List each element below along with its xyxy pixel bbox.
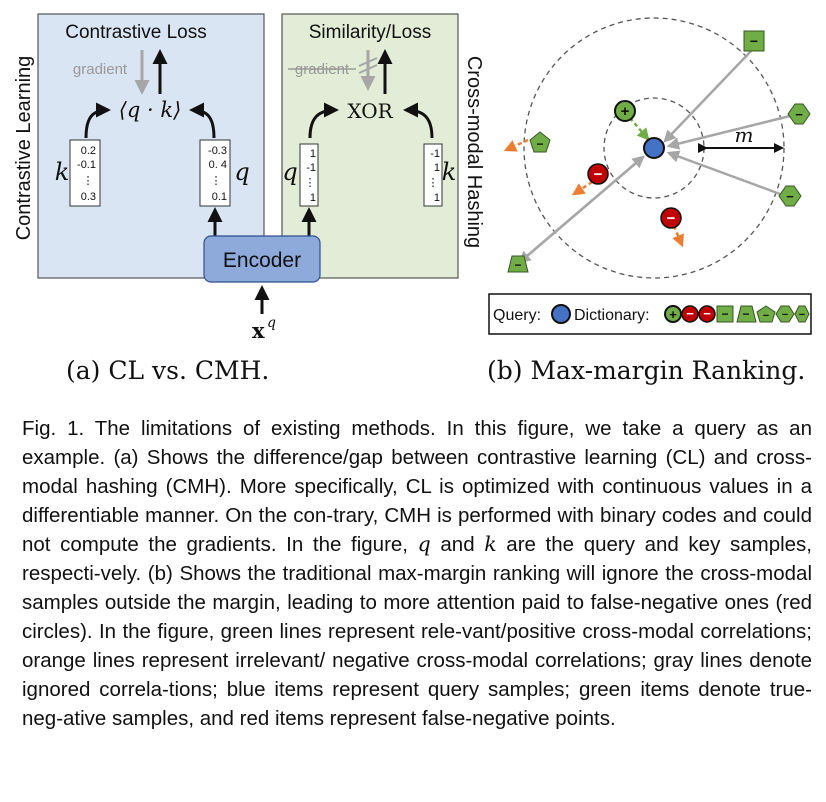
false-negative-2: [660, 207, 682, 229]
caption-paragraph: Fig. 1. The limitations of existing meth…: [22, 414, 812, 733]
xor-label: XOR: [347, 99, 393, 123]
negative-trapezoid: [507, 255, 529, 273]
negative-square-sign: −: [750, 33, 758, 49]
caption-q-symbol: q: [417, 532, 431, 556]
panel-a: Contrastive Learning Cross-modal Hashing…: [13, 13, 485, 343]
contrastive-learning-side-label: Contrastive Learning: [13, 56, 35, 241]
q-to-dot-arrow: [189, 102, 216, 139]
q-to-xor-arrow: [308, 102, 339, 139]
negative-trapezoid-sign: −: [514, 258, 521, 272]
contrastive-loss-title: Contrastive Loss: [65, 22, 207, 43]
gradient-label: gradient: [73, 61, 128, 78]
input-superscript: q: [267, 315, 276, 331]
outer-ring: [523, 17, 785, 279]
k-vec-left-3: 0.3: [81, 191, 96, 203]
legend-dictionary-label: Dictionary:: [574, 307, 650, 324]
query-point: [643, 137, 665, 159]
k-to-dot-arrow: [84, 102, 111, 139]
figure-caption: Fig. 1. The limitations of existing meth…: [22, 414, 812, 733]
k-vec-right-2: ⋮: [428, 177, 439, 189]
k-vec-left-0: 0.2: [81, 145, 96, 157]
q-vec-left-0: -0.3: [208, 145, 227, 157]
q-vec-left-3: 0.1: [212, 191, 227, 203]
negative-square: [743, 30, 765, 52]
q-vec-right-3: 1: [310, 192, 316, 204]
legend-negative-square: [716, 305, 734, 323]
false-negative-1: [587, 163, 609, 185]
q-symbol-left: q: [234, 158, 249, 186]
legend-false-negative-icon-1: [681, 305, 699, 323]
q-vec-right-2: ⋮: [305, 177, 316, 189]
negative-hexagon-2-sign: −: [786, 189, 794, 204]
ignored-line-3: [666, 150, 781, 196]
gradient-block-1: [358, 57, 378, 67]
k-symbol-right: k: [442, 158, 457, 186]
gradient-block-2: [358, 64, 378, 74]
q-vec-left-2: ⋮: [211, 175, 222, 187]
legend-negative-square-sign: −: [721, 307, 728, 321]
negative-hexagon-1-sign: −: [795, 107, 803, 122]
caption-k-symbol: k: [484, 532, 497, 556]
encoder-block: [203, 235, 321, 283]
negative-pentagon-sign: −: [536, 137, 543, 151]
negative-pentagon: [529, 131, 551, 153]
k-vec-left-2: ⋮: [83, 175, 94, 187]
k-vector-right: [423, 143, 443, 207]
margin-label: m: [735, 123, 754, 147]
legend-false-negative-sign-2: −: [703, 306, 711, 321]
legend-negative-trapezoid-sign: −: [742, 307, 749, 321]
k-vec-right-0: -1: [430, 148, 440, 160]
k-vec-right-3: 1: [434, 192, 440, 204]
positive-line: [629, 117, 650, 141]
legend-positive-sign: +: [669, 307, 677, 322]
ignored-line-5: [518, 156, 644, 264]
k-symbol-left: k: [55, 158, 70, 186]
negative-hexagon-2: [778, 185, 802, 207]
ignored-line-2: [666, 112, 799, 150]
positive-sign: +: [621, 103, 630, 120]
cross-modal-hashing-side-label: Cross-modal Hashing: [463, 56, 485, 248]
dot-product-label: ⟨q · k⟩: [119, 98, 182, 122]
negative-line-1: [503, 138, 529, 152]
subcaption-b: (b) Max-margin Ranking.: [487, 356, 806, 385]
q-vec-left-1: 0. 4: [209, 159, 227, 171]
similarity-loss-title: Similarity/Loss: [309, 22, 431, 43]
legend-negative-hexagon-2-sign: −: [799, 309, 805, 321]
k-vec-right-1: 1: [434, 162, 440, 174]
figure-canvas: Contrastive Learning Cross-modal Hashing…: [13, 13, 812, 343]
legend-negative-hexagon-1: [775, 305, 795, 323]
legend-negative-pentagon-sign: −: [763, 310, 769, 322]
legend-positive-icon: [664, 305, 682, 323]
input-label: x: [252, 318, 265, 343]
legend-negative-pentagon: [756, 305, 776, 323]
positive-sample: [614, 100, 636, 122]
negative-line-2: [571, 180, 593, 196]
q-vec-right-0: 1: [310, 148, 316, 160]
q-vec-right-1: -1: [306, 162, 316, 174]
q-vector-right: [299, 143, 319, 207]
legend-query-label: Query:: [493, 307, 541, 324]
encoder-label: Encoder: [223, 249, 301, 272]
legend-negative-hexagon-1-sign: −: [782, 309, 788, 321]
caption-part-2: and: [430, 533, 485, 556]
negative-hexagon-1: [787, 103, 811, 125]
negative-line-3: [672, 225, 684, 248]
legend-false-negative-icon-2: [698, 305, 716, 323]
q-vector-left: [199, 139, 231, 207]
caption-part-1: Fig. 1. The limitations of existing meth…: [22, 417, 812, 556]
legend-false-negative-sign-1: −: [686, 306, 694, 321]
ignored-line-1: [663, 49, 753, 143]
false-negative-1-sign: −: [594, 166, 603, 183]
false-negative-2-sign: −: [667, 210, 676, 227]
caption-part-3: are the query and key samples, respecti-…: [22, 533, 812, 730]
legend-negative-hexagon-2: [794, 305, 810, 323]
k-to-xor-arrow: [403, 102, 434, 139]
panel-b: m + − − − − − − − Query: Dictionary:: [488, 17, 812, 335]
k-vec-left-1: -0.1: [77, 159, 96, 171]
legend-query-icon: [551, 304, 571, 324]
legend-negative-trapezoid: [736, 305, 757, 323]
subcaption-a: (a) CL vs. CMH.: [66, 356, 270, 385]
q-symbol-right: q: [282, 158, 297, 186]
k-vector-left: [69, 139, 101, 207]
